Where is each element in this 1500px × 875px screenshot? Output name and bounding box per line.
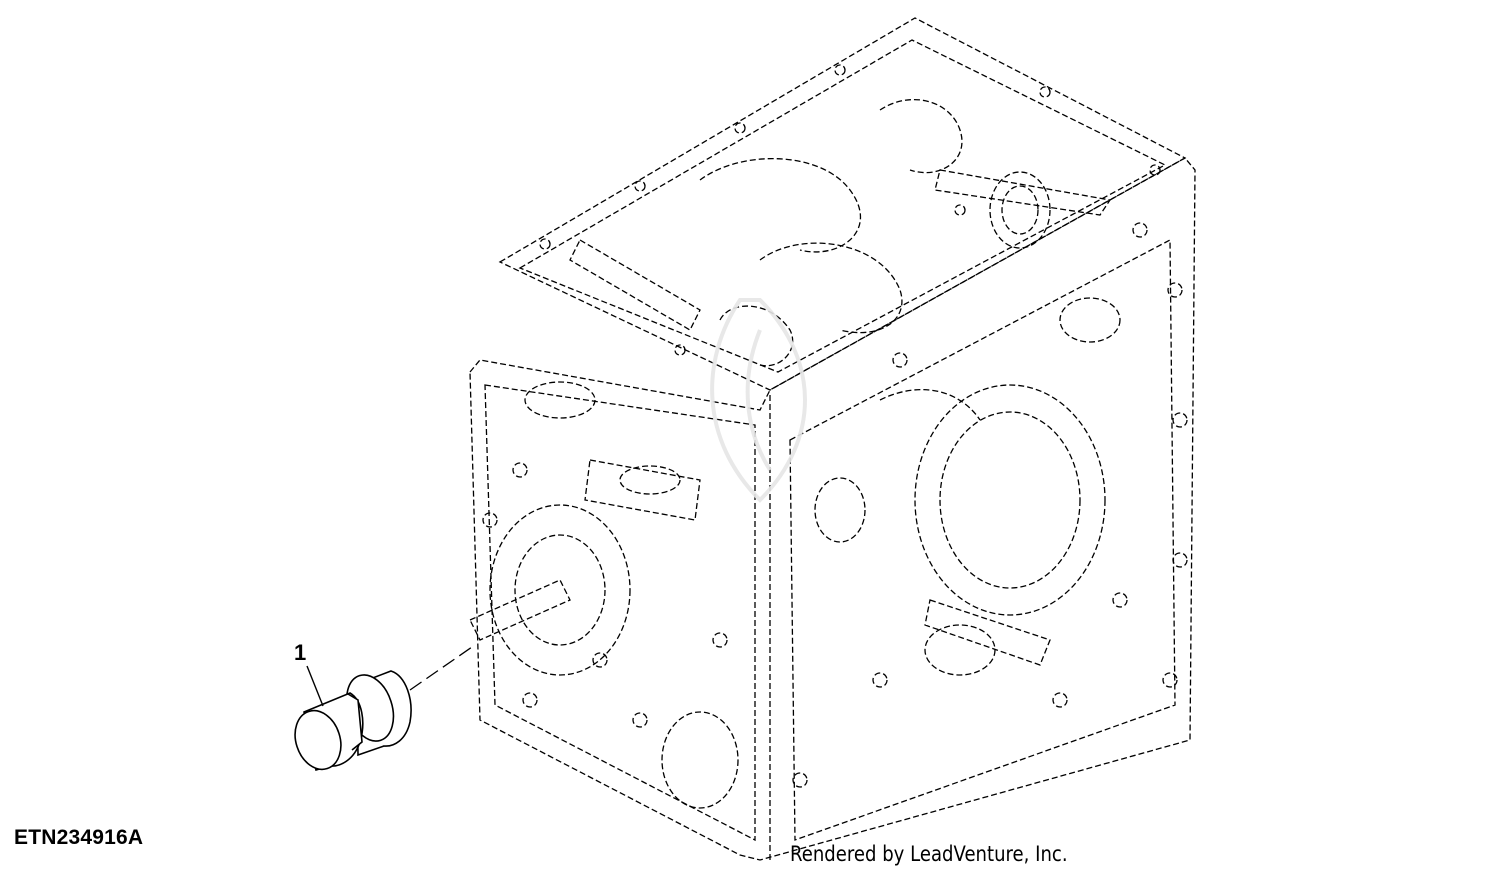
alignment-line <box>409 646 473 691</box>
render-credit: Rendered by LeadVenture, Inc. <box>790 842 1068 866</box>
part-1-plug <box>294 670 412 772</box>
figure-id: ETN234916A <box>14 826 144 849</box>
callout-1-leader <box>306 665 324 707</box>
watermark-logo <box>710 298 807 503</box>
engine-block-phantom <box>469 17 1196 861</box>
callout-label-1: 1 <box>294 640 307 665</box>
